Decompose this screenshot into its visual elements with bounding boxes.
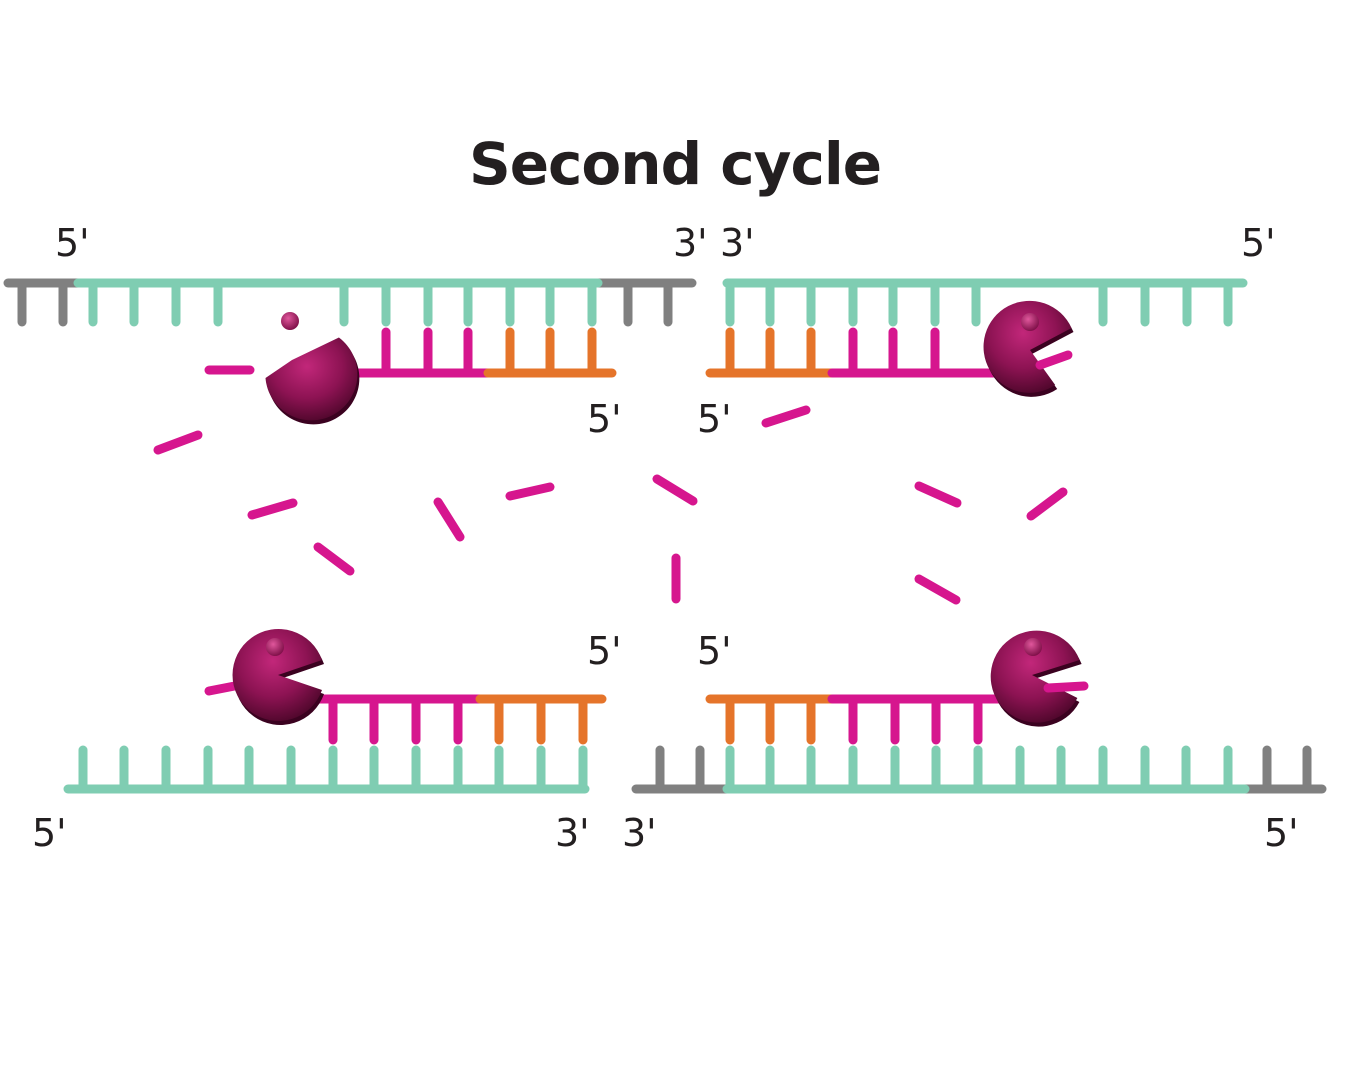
polymerase-enzyme [265,312,360,425]
top-right-duplex: 3' 5' 5' [697,221,1276,441]
top-left-duplex: 5' 3' 5' [3,221,708,441]
template-strand [3,278,697,327]
bottom-left-3prime-label: 3' [555,811,590,855]
top-left-probe-5prime-label: 5' [587,397,622,441]
probe-primer-strand [300,694,607,745]
bottom-left-duplex: 5' 5' 3' [32,629,622,855]
probe-primer-strand [313,327,617,378]
diagram-title: Second cycle [469,130,881,198]
template-strand [722,278,1248,327]
top-right-probe-5prime-label: 5' [697,397,732,441]
bottom-left-probe-5prime-label: 5' [587,629,622,673]
cleaved-probe-fragments [153,365,1068,696]
top-left-3prime-label: 3' [673,221,708,265]
top-left-5prime-label: 5' [55,221,90,265]
probe-primer-strand [705,694,1010,745]
bottom-right-probe-5prime-label: 5' [697,629,732,673]
polymerase-enzyme [990,630,1089,727]
top-right-5prime-label: 5' [1241,221,1276,265]
bottom-right-3prime-label: 3' [622,811,657,855]
probe-primer-strand [705,327,1010,378]
bottom-right-5prime-label: 5' [1264,811,1299,855]
template-strand [63,745,590,794]
bottom-left-5prime-label: 5' [32,811,67,855]
bottom-right-duplex: 5' 3' 5' [622,629,1327,855]
polymerase-enzyme [232,629,324,726]
polymerase-enzyme [983,300,1074,397]
template-strand [631,745,1327,794]
top-right-3prime-label: 3' [720,221,755,265]
